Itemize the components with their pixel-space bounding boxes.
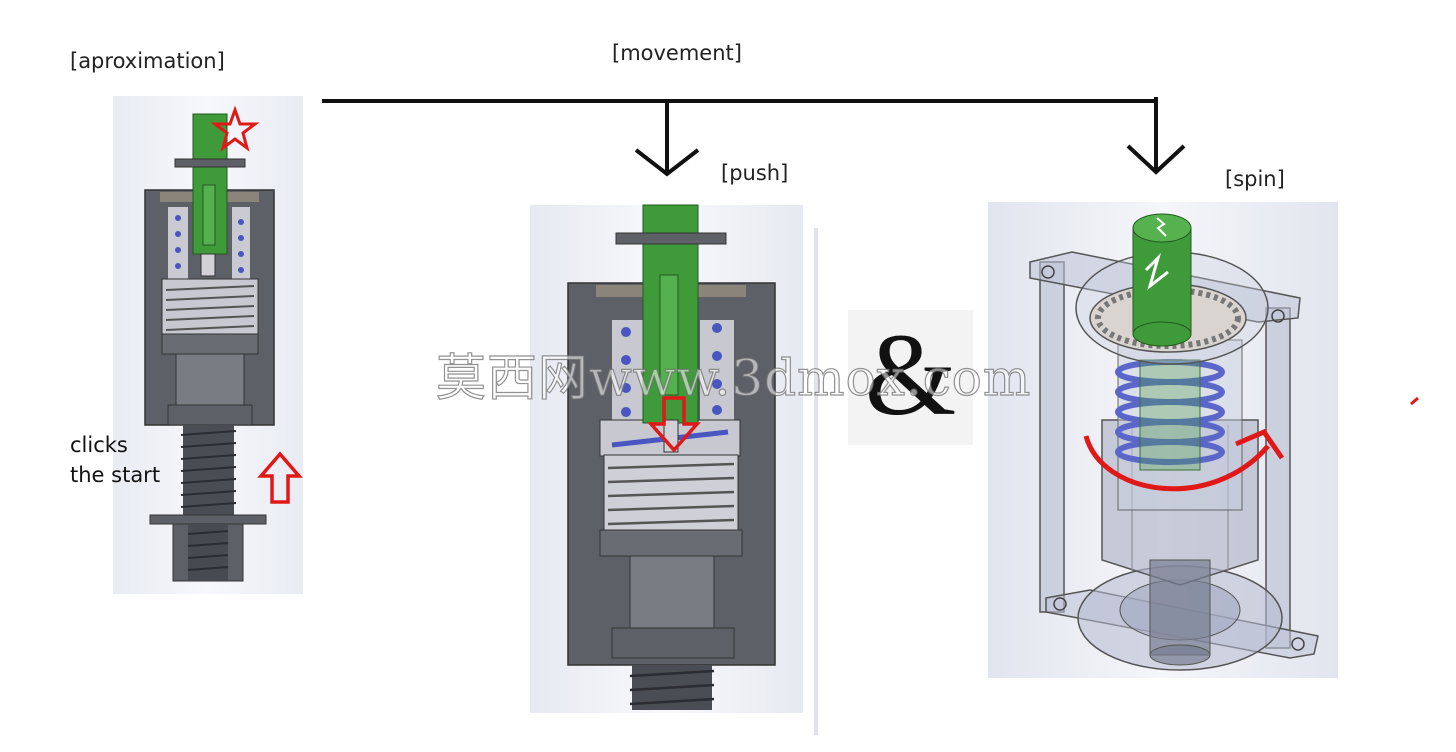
red-tick-mark [1410, 396, 1419, 406]
ampersand-symbol: & [864, 309, 957, 440]
down-arrow-icon [647, 396, 701, 453]
spin-assembly [1029, 213, 1319, 671]
approximation-label: [aproximation] [70, 49, 225, 73]
movement-bracket [322, 97, 1186, 177]
clicks-note-line2: the start [70, 463, 161, 487]
clicks-note-line1: clicks [70, 433, 128, 457]
star-icon [210, 105, 260, 152]
curved-rotation-arrow-icon [1083, 428, 1285, 492]
ampersand-box [848, 310, 973, 445]
spin-label: [spin] [1225, 167, 1285, 191]
approximation-cutaway [144, 113, 275, 582]
push-cutaway [567, 204, 776, 710]
watermark-text: 莫西网www.3dmox.com [435, 348, 1032, 407]
up-arrow-icon [257, 451, 303, 504]
push-label: [push] [721, 161, 789, 185]
clicks-note: clicks the start [70, 430, 160, 490]
movement-label: [movement] [612, 41, 742, 65]
